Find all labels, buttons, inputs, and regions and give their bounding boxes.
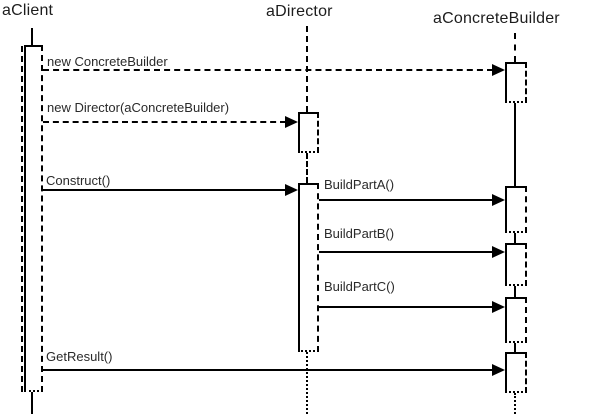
abuilder-activation-getresult [505, 352, 527, 393]
message-label-buildparta: BuildPartA() [324, 177, 395, 192]
actor-label-aconcretebuilder: aConcreteBuilder [433, 10, 560, 27]
actor-label-aclient: aClient [2, 2, 54, 19]
abuilder-activation-new [505, 62, 527, 103]
message-line-buildparta [319, 199, 493, 201]
abuilder-lifeline-seg5 [514, 343, 516, 352]
message-label-buildpartc: BuildPartC() [324, 279, 395, 294]
message-label-buildpartb: BuildPartB() [324, 226, 395, 241]
abuilder-activation-buildpartc [505, 297, 527, 343]
abuilder-lifeline-seg4 [514, 286, 516, 297]
adirector-activation-construct [298, 183, 319, 352]
arrow-head-icon [285, 184, 298, 196]
message-line-new-concretebuilder [43, 69, 493, 71]
arrow-head-icon [492, 364, 505, 376]
adirector-lifeline-middle [306, 153, 308, 183]
aclient-lifeline-top-stub [31, 28, 33, 45]
message-line-new-director [43, 121, 286, 123]
message-label-new-director: new Director(aConcreteBuilder) [47, 100, 230, 115]
arrow-head-icon [492, 64, 505, 76]
adirector-lifeline-bottom [306, 352, 308, 414]
message-line-buildpartb [319, 251, 493, 253]
abuilder-lifeline-bottom [514, 393, 516, 414]
message-label-construct: Construct() [46, 173, 111, 188]
adirector-activation-new [298, 112, 319, 153]
aclient-lifeline-dashed-edge [21, 46, 23, 392]
aclient-activation-bar [24, 45, 43, 392]
abuilder-activation-buildparta [505, 186, 527, 233]
abuilder-lifeline-top [514, 33, 516, 62]
message-label-new-concretebuilder: new ConcreteBuilder [47, 54, 168, 69]
arrow-head-icon [492, 301, 505, 313]
arrow-head-icon [492, 246, 505, 258]
arrow-head-icon [285, 116, 298, 128]
message-line-construct [43, 189, 286, 191]
aclient-lifeline-bottom-stub [31, 392, 33, 414]
message-line-getresult [43, 369, 493, 371]
message-line-buildpartc [319, 306, 493, 308]
abuilder-lifeline-seg3 [514, 233, 516, 243]
abuilder-activation-buildpartb [505, 243, 527, 286]
actor-label-adirector: aDirector [266, 3, 333, 20]
abuilder-lifeline-seg2 [514, 103, 516, 187]
arrow-head-icon [492, 194, 505, 206]
message-label-getresult: GetResult() [46, 349, 113, 364]
